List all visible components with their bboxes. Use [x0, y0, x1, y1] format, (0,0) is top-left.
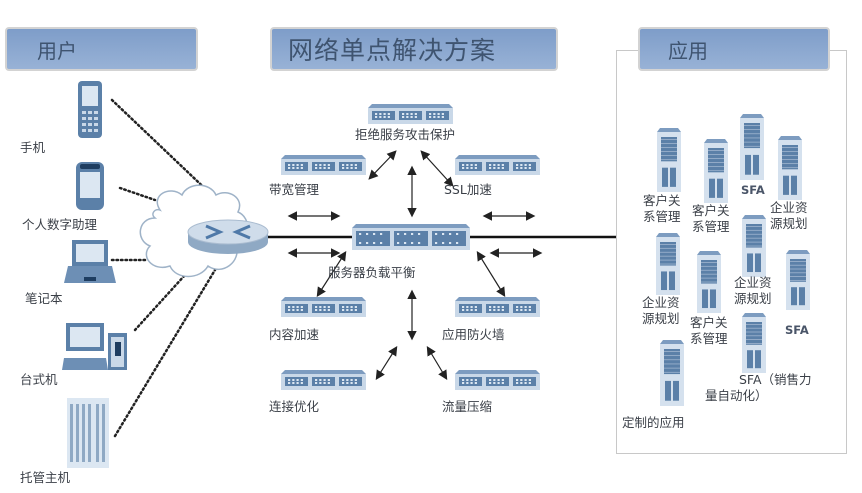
device-label-laptop: 笔记本 [25, 291, 63, 306]
server-label: 客户关系管理 [692, 203, 730, 234]
switch-ssl-icon [455, 155, 540, 175]
arrow-center-content [316, 250, 347, 298]
apps-section-frame [616, 50, 847, 454]
switch-label-bandwidth: 带宽管理 [269, 182, 320, 197]
server-icon [656, 233, 680, 295]
switch-label-ssl: SSL加速 [444, 182, 492, 197]
arrow-dos-bandwidth [368, 150, 397, 180]
users-section-header: 用户 [5, 27, 198, 71]
server-icon [742, 313, 766, 373]
switch-dos-icon [368, 104, 453, 124]
arrow-center-firewall [476, 250, 506, 298]
device-label-hosting: 托管主机 [20, 470, 71, 485]
link-pda [118, 186, 157, 202]
link-hosting [113, 268, 217, 438]
device-label-pda: 个人数字助理 [22, 217, 98, 232]
desktop-computer-icon [62, 323, 127, 370]
switch-connection-icon [281, 370, 366, 390]
server-icon [704, 139, 728, 203]
router-icon [187, 219, 269, 254]
arrow-compression [426, 345, 448, 381]
switch-label-connection: 连接优化 [269, 399, 320, 414]
switch-label-firewall: 应用防火墙 [442, 327, 505, 342]
server-label: 客户关系管理 [690, 315, 728, 346]
switch-center-icon [352, 224, 470, 250]
page-title-banner: 网络单点解决方案 [270, 27, 558, 71]
arrow-dos-ssl [420, 150, 454, 187]
hosting-building-icon [67, 398, 109, 468]
device-label-phone: 手机 [20, 140, 46, 155]
switch-label-compression: 流量压缩 [442, 399, 493, 414]
switch-content-icon [281, 297, 366, 317]
switch-firewall-icon [455, 297, 540, 317]
server-icon [697, 251, 721, 313]
switch-bandwidth-icon [281, 155, 366, 175]
server-label: SFA [741, 183, 765, 197]
server-icon [778, 136, 802, 200]
link-phone [110, 98, 217, 200]
server-label: 企业资源规划 [770, 200, 808, 231]
server-label: 企业资源规划 [734, 275, 772, 306]
switch-label-content: 内容加速 [269, 327, 320, 342]
page-title: 网络单点解决方案 [288, 36, 497, 65]
apps-section-header: 应用 [638, 27, 830, 71]
pda-icon [76, 162, 104, 210]
switch-label-dos: 拒绝服务攻击保护 [355, 127, 456, 142]
server-icon [742, 215, 766, 277]
server-label: 客户关系管理 [643, 193, 681, 224]
users-section-title: 用户 [37, 38, 77, 63]
arrow-connection [375, 345, 398, 381]
laptop-icon [64, 240, 116, 283]
server-icon [660, 340, 684, 406]
link-desktop [133, 273, 187, 332]
server-icon [657, 128, 681, 192]
switch-compression-icon [455, 370, 540, 390]
server-icon [786, 250, 810, 310]
server-label: 企业资源规划 [642, 295, 680, 326]
server-label: SFA [785, 323, 809, 337]
server-icon [740, 114, 764, 180]
apps-section-title: 应用 [668, 38, 708, 63]
switch-label-center: 服务器负载平衡 [328, 265, 416, 280]
mobile-phone-icon [78, 81, 102, 138]
device-label-desktop: 台式机 [20, 372, 58, 387]
server-label: 定制的应用 [622, 415, 685, 430]
server-label: SFA（销售力量自动化） [705, 372, 812, 403]
